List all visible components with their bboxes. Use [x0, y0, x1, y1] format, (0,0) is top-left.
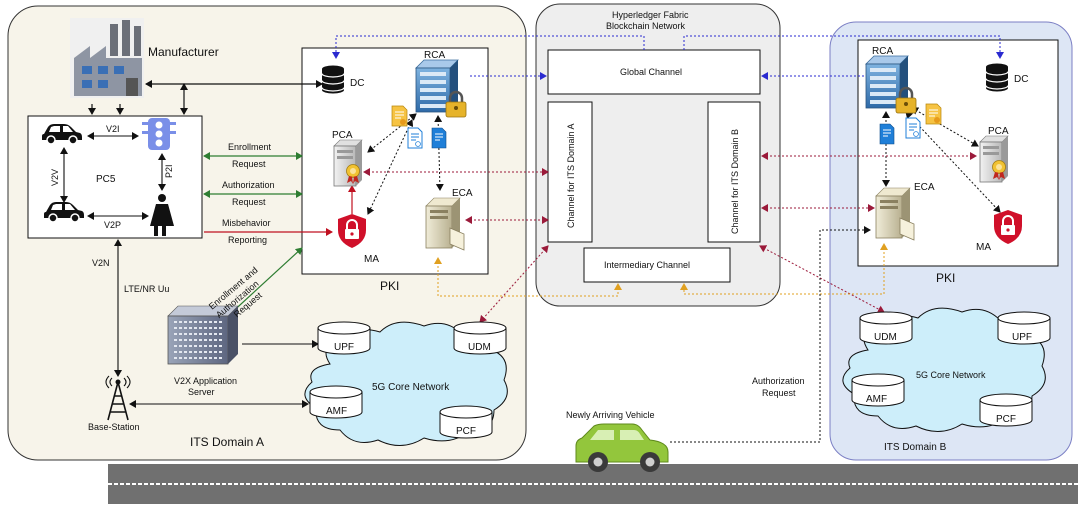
udm-label-b: UDM	[874, 332, 897, 343]
vehicle-auth-request-1: Authorization	[752, 376, 805, 386]
misbehavior-label-2: Reporting	[228, 235, 267, 245]
rca-label-b: RCA	[872, 46, 893, 57]
link-vehicle-eca-b	[670, 226, 871, 443]
link-global-dc-b	[683, 35, 1004, 59]
link-rca-ma-b	[905, 111, 1001, 213]
channel-a-box	[547, 101, 593, 243]
blockchain-title-2: Blockchain Network	[606, 21, 686, 31]
dc-label-a: DC	[350, 78, 364, 89]
authorization-doc-icon-b	[879, 123, 895, 145]
base-station-label: Base-Station	[88, 422, 140, 432]
eca-label-a: ECA	[452, 188, 473, 199]
link-eca-b-intermediary	[680, 243, 888, 295]
eca-server-icon-b	[875, 187, 915, 241]
udm-label-a: UDM	[468, 342, 491, 353]
link-channel-b-udm-b	[759, 245, 885, 313]
link-rca-ma-a	[366, 119, 414, 215]
server-rack-icon	[167, 305, 239, 365]
manufacturer-label: Manufacturer	[148, 45, 219, 59]
p2i-label: P2I	[164, 164, 174, 178]
enrollment-doc-icon-b	[905, 117, 921, 139]
factory-icon	[70, 18, 144, 98]
upf-label-b: UPF	[1012, 332, 1032, 343]
eca-server-icon-a	[425, 197, 465, 251]
certificate-doc-icon-a	[391, 105, 408, 127]
core-title-a: 5G Core Network	[372, 382, 450, 393]
eca-label-b: ECA	[914, 182, 935, 193]
vehicle-label: Newly Arriving Vehicle	[566, 410, 655, 420]
channel-b-label: Channel for ITS Domain B	[730, 129, 740, 234]
amf-label-b: AMF	[866, 394, 887, 405]
domain-a-title: ITS Domain A	[190, 435, 264, 449]
link-eca-a-intermediary	[434, 257, 622, 297]
lte-label: LTE/NR Uu	[124, 284, 169, 294]
v2x-server-label-2: Server	[188, 387, 215, 397]
pedestrian-icon	[150, 194, 174, 236]
enrollment-request-label-2: Request	[232, 159, 266, 169]
rca-label-a: RCA	[424, 50, 445, 61]
ma-label-b: MA	[976, 242, 991, 253]
v2x-server-label-1: V2X Application	[174, 376, 237, 386]
pc5-label: PC5	[96, 174, 116, 185]
road	[108, 464, 1078, 504]
pca-label-b: PCA	[988, 126, 1009, 137]
link-server-pki	[227, 247, 303, 317]
pcf-label-a: PCF	[456, 426, 476, 437]
enrollment-doc-icon-a	[407, 127, 423, 149]
v2v-label: V2V	[50, 169, 60, 186]
domain-b-title: ITS Domain B	[884, 442, 947, 453]
dc-database-icon-a	[321, 64, 345, 95]
pki-title-b: PKI	[936, 271, 955, 285]
pca-label-a: PCA	[332, 130, 353, 141]
intermediary-channel-label: Intermediary Channel	[604, 260, 690, 270]
v2p-label: V2P	[104, 220, 121, 230]
ma-label-a: MA	[364, 254, 379, 265]
v2i-label: V2I	[106, 124, 120, 134]
link-global-dc-a	[332, 35, 645, 59]
authorization-doc-icon-a	[431, 127, 447, 149]
core-title-b: 5G Core Network	[916, 370, 986, 380]
green-car-icon	[575, 423, 669, 472]
blockchain-title-1: Hyperledger Fabric	[612, 10, 689, 20]
global-channel-box	[547, 49, 761, 95]
pcf-label-b: PCF	[996, 414, 1016, 425]
authorization-request-label-2: Request	[232, 197, 266, 207]
certificate-doc-icon-b	[925, 103, 942, 125]
v2n-label: V2N	[92, 258, 110, 268]
authorization-request-label-1: Authorization	[222, 180, 275, 190]
channel-a-label: Channel for ITS Domain A	[566, 123, 576, 228]
enrollment-request-label-1: Enrollment	[228, 142, 272, 152]
misbehavior-label-1: Misbehavior	[222, 218, 271, 228]
base-station-icon	[105, 375, 131, 421]
traffic-light-icon	[142, 118, 176, 150]
amf-label-a: AMF	[326, 406, 347, 417]
global-channel-label: Global Channel	[620, 67, 682, 77]
channel-b-box	[707, 101, 761, 243]
dc-label-b: DC	[1014, 74, 1028, 85]
dc-database-icon-b	[985, 62, 1009, 93]
pki-title-a: PKI	[380, 279, 399, 293]
vehicle-auth-request-2: Request	[762, 388, 796, 398]
upf-label-a: UPF	[334, 342, 354, 353]
